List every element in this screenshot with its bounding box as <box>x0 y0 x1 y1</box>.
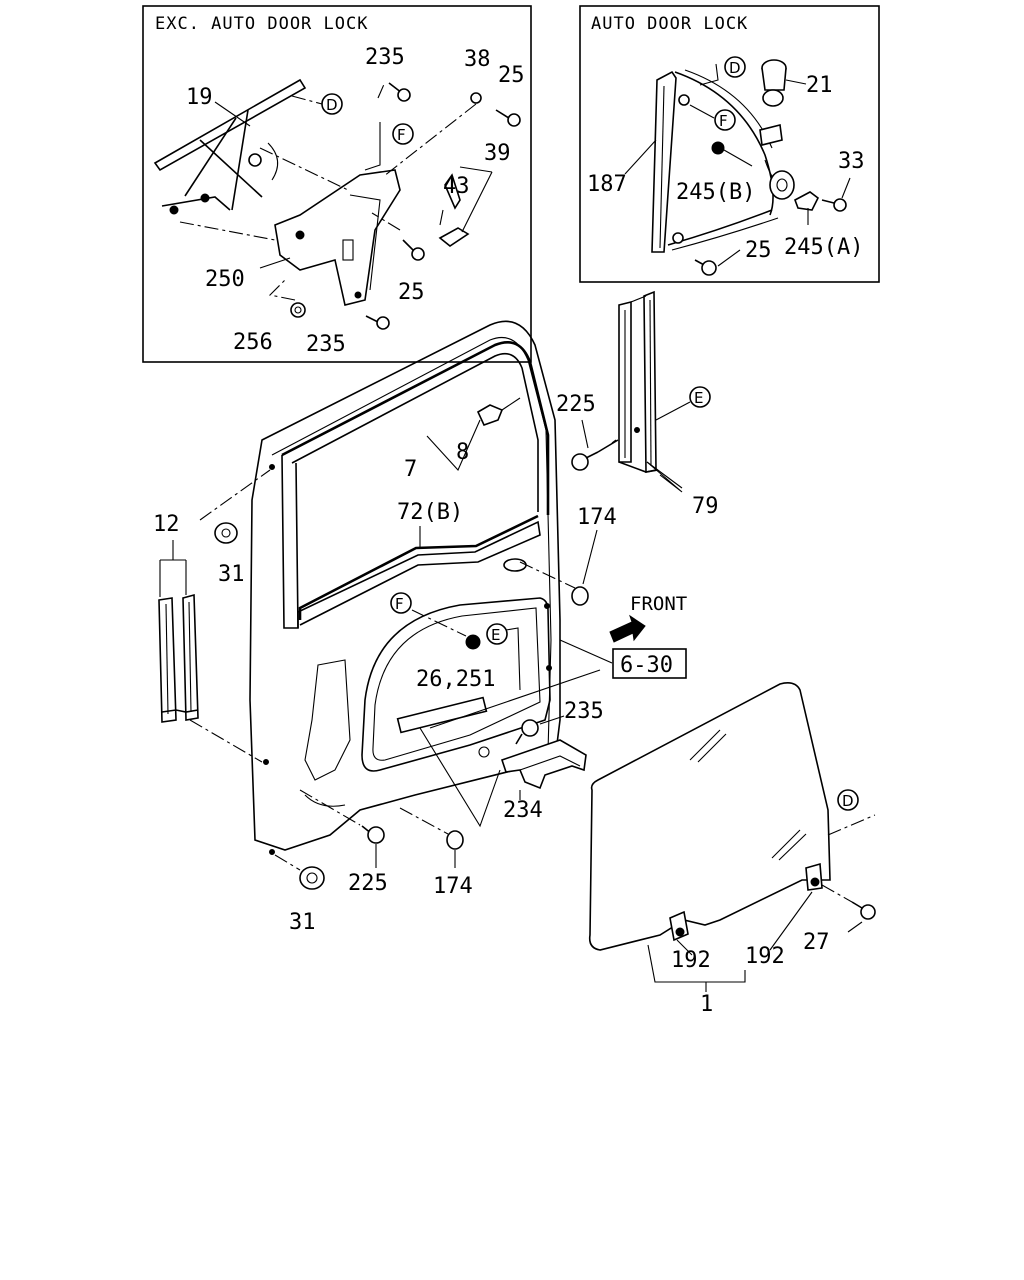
plug-174-lower <box>446 830 464 850</box>
part-174-label-upper: 174 <box>577 505 617 530</box>
service-opening <box>361 597 551 772</box>
part-25-label-lower: 25 <box>398 280 425 305</box>
part-27-label: 27 <box>803 930 830 955</box>
part-21-label: 21 <box>806 73 833 98</box>
regulator-handle <box>438 173 470 247</box>
window-regulator-manual <box>153 78 307 215</box>
part-7-label: 7 <box>404 457 417 482</box>
part-245a-label: 245(A) <box>784 235 863 260</box>
washer-38 <box>470 92 482 104</box>
nut-256 <box>290 302 306 318</box>
ref-f-label-right: F <box>719 112 728 130</box>
part-187-label: 187 <box>587 172 627 197</box>
ref-f-label-center: F <box>395 595 404 613</box>
part-72b-label: 72(B) <box>397 500 463 525</box>
bolt-25-top <box>495 109 521 127</box>
door-glass <box>588 682 831 951</box>
part-250-label: 250 <box>205 267 245 292</box>
inset-auto-door-lock: AUTO DOOR LOCK 187 21 <box>579 5 880 283</box>
plug-174-upper <box>571 586 589 606</box>
inset-exc-auto-door-lock: EXC. AUTO DOOR LOCK 19 D <box>142 5 532 363</box>
ref-circle-e-right <box>689 386 711 408</box>
part-39-label: 39 <box>484 141 511 166</box>
bolt-27 <box>851 901 876 920</box>
ref-e-label-center: E <box>491 626 500 644</box>
glass-run-channel-187 <box>651 70 677 253</box>
drive-unit <box>769 170 795 200</box>
part-235-label-bottom: 235 <box>306 332 346 357</box>
ref-d-label-right: D <box>729 59 741 77</box>
bolt-25-right <box>694 259 717 276</box>
ref-circle-f-center <box>390 592 412 614</box>
ref-d-label-lower: D <box>842 792 854 810</box>
ref-f-label-left: F <box>397 126 406 144</box>
front-label: FRONT <box>630 593 687 615</box>
part-235-label-center: 235 <box>564 699 604 724</box>
grommet-245b <box>711 141 725 155</box>
bolt-33 <box>821 198 847 212</box>
inset-title-exc-auto-door-lock: EXC. AUTO DOOR LOCK <box>155 14 368 34</box>
page-reference-6-30: 6-30 <box>612 648 687 679</box>
part-235-label-top: 235 <box>365 45 405 70</box>
nut-26-251 <box>465 634 481 650</box>
part-31-label-upper: 31 <box>218 562 245 587</box>
part-1-label: 1 <box>700 992 713 1017</box>
regulator-base-plate <box>274 169 401 306</box>
part-12-label: 12 <box>153 512 180 537</box>
part-8-label: 8 <box>456 440 469 465</box>
inner-bracket <box>396 696 488 734</box>
front-channel-12 <box>158 593 199 723</box>
part-79-label: 79 <box>692 494 719 519</box>
part-192-label-left: 192 <box>671 948 711 973</box>
inset-frame-left <box>142 5 532 363</box>
inset-frame-right <box>579 5 880 283</box>
bumper-31-lower <box>299 866 325 890</box>
part-26-251-label: 26,251 <box>416 667 495 692</box>
part-33-label: 33 <box>838 149 865 174</box>
bolt-235-bottom <box>365 315 390 330</box>
power-window-regulator <box>667 69 783 251</box>
part-245b-label: 245(B) <box>676 180 755 205</box>
bolt-25-lower <box>402 239 425 261</box>
belt-weatherstrip-72b <box>298 514 539 620</box>
front-arrow <box>609 614 646 643</box>
ref-circle-f-left <box>392 123 414 145</box>
bolt-235-top <box>388 82 411 102</box>
ref-circle-f-right <box>714 109 736 131</box>
part-38-label: 38 <box>464 47 491 72</box>
bumper-31-upper <box>214 522 238 544</box>
bolt-225-lower <box>361 825 385 844</box>
bolt-225-upper <box>571 439 619 471</box>
glass-bracket-234 <box>500 739 587 790</box>
part-256-label: 256 <box>233 330 273 355</box>
part-192-label-right: 192 <box>745 944 785 969</box>
part-43-label: 43 <box>443 174 470 199</box>
part-25-label-top: 25 <box>498 63 525 88</box>
handle-7-8 <box>476 397 521 426</box>
door-inner-panel <box>249 320 561 855</box>
part-174-label-lower: 174 <box>433 874 473 899</box>
clip-245a <box>794 191 820 211</box>
ref-circle-d-left <box>321 93 343 115</box>
part-25-label-right: 25 <box>745 238 772 263</box>
part-19-label: 19 <box>186 85 213 110</box>
part-225-label-lower: 225 <box>348 871 388 896</box>
ref-circle-d-right <box>724 56 746 78</box>
ref-d-label-left: D <box>326 96 338 114</box>
inset-title-auto-door-lock: AUTO DOOR LOCK <box>591 14 748 34</box>
bolt-235-center <box>515 719 539 745</box>
ref-circle-d-lower <box>837 789 859 811</box>
part-234-label: 234 <box>503 798 543 823</box>
part-225-label-upper: 225 <box>556 392 596 417</box>
ref-circle-e-center <box>486 623 508 645</box>
part-31-label-lower: 31 <box>289 910 316 935</box>
page-ref-label: 6-30 <box>620 653 673 678</box>
window-motor-21 <box>761 59 787 107</box>
rear-channel-79 <box>618 290 659 473</box>
ref-e-label-right: E <box>694 389 703 407</box>
